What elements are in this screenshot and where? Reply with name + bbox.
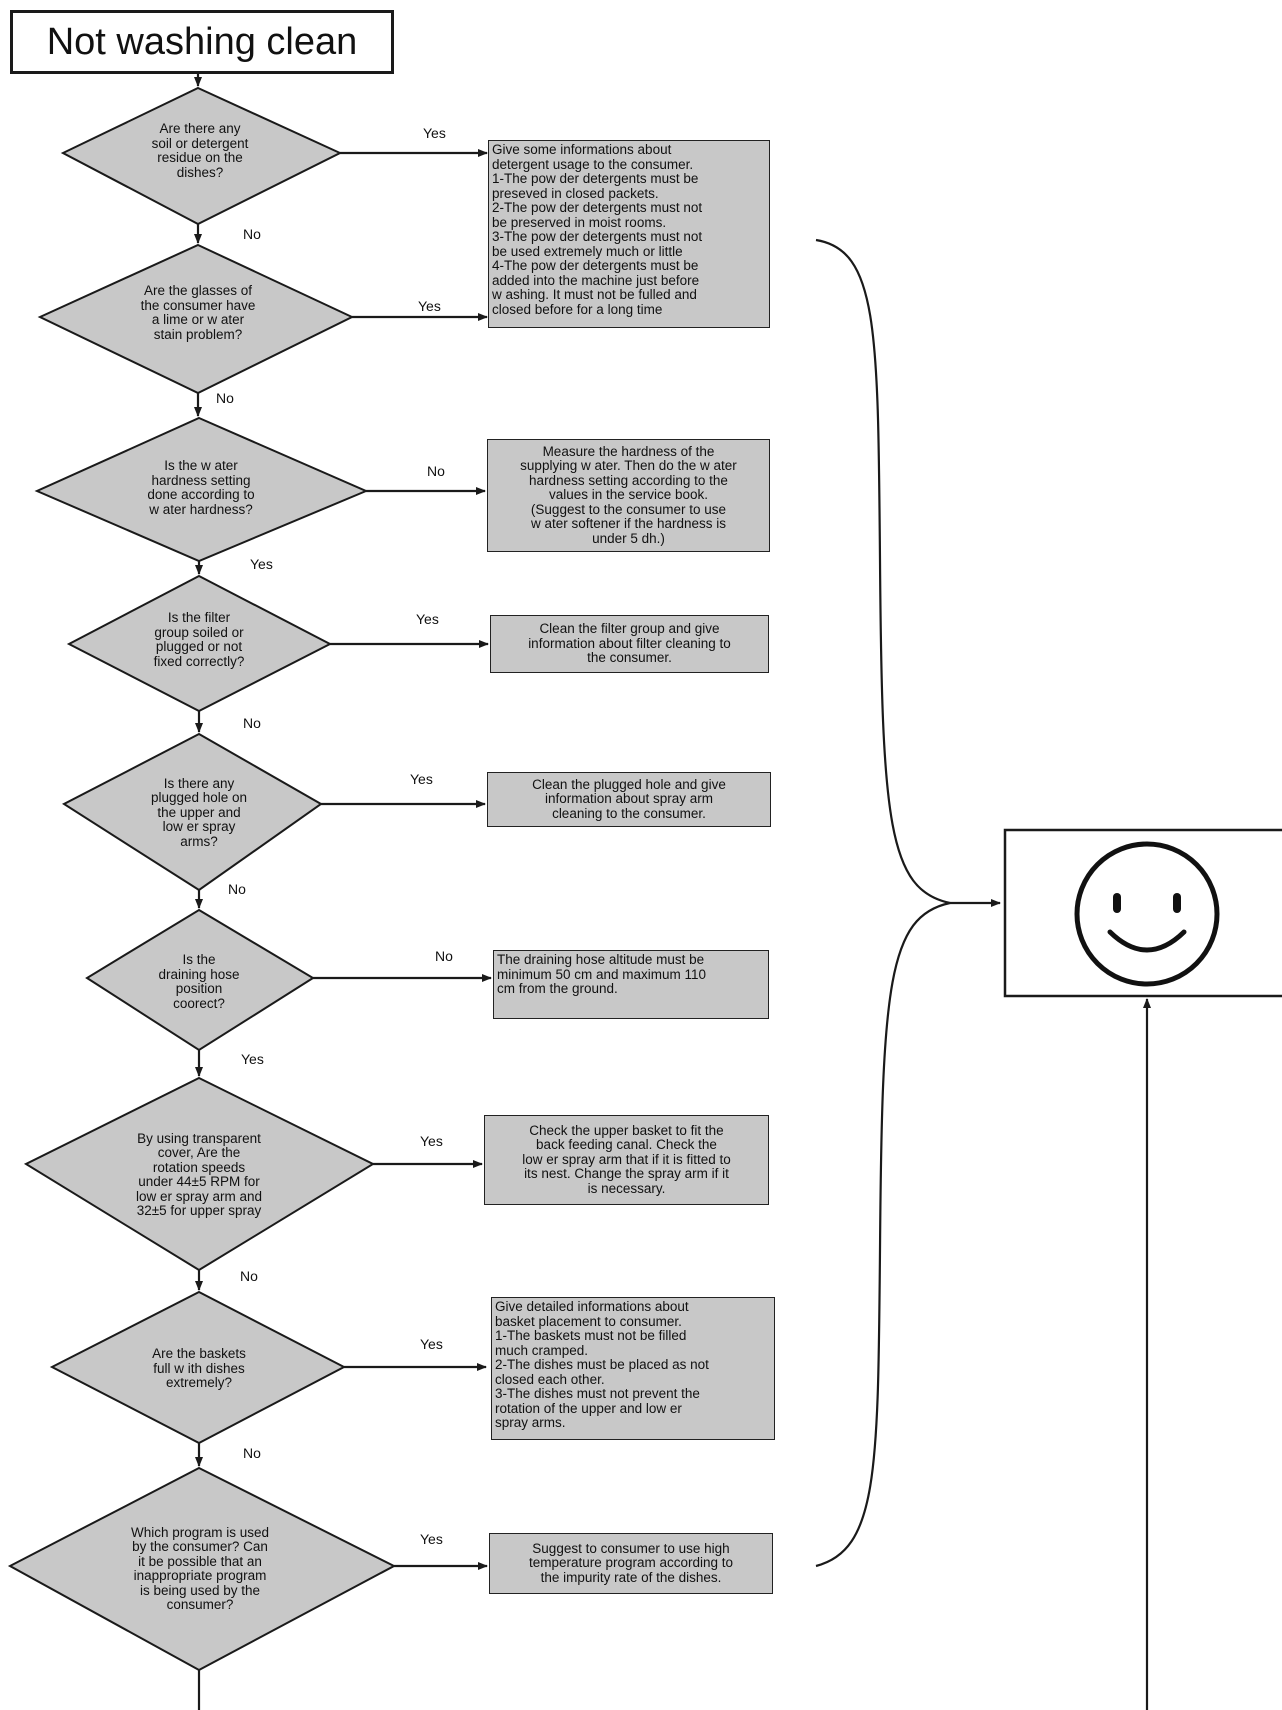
branch-label-8: Yes (420, 1336, 443, 1352)
decision-text-9: Which program is used by the consumer? C… (130, 1524, 270, 1612)
result-box (1003, 828, 1282, 998)
down-label-6: Yes (241, 1051, 264, 1067)
branch-label-2: Yes (418, 298, 441, 314)
curly-bracket (815, 238, 951, 1568)
action-box-3: Clean the filter group and give informat… (490, 615, 769, 673)
decision-text-5: Is there any plugged hole on the upper a… (150, 775, 248, 849)
branch-label-3: No (427, 463, 445, 479)
action-box-2: Measure the hardness of the supplying w … (487, 439, 770, 552)
action-box-6: Check the upper basket to fit the back f… (484, 1115, 769, 1205)
branch-label-4: Yes (416, 611, 439, 627)
action-box-7: Give detailed informations about basket … (491, 1297, 775, 1440)
down-label-4: No (243, 715, 261, 731)
action-box-4: Clean the plugged hole and give informat… (487, 772, 771, 827)
branch-label-1: Yes (423, 125, 446, 141)
action-box-1: Give some informations about detergent u… (488, 140, 770, 328)
action-box-8: Suggest to consumer to use high temperat… (489, 1533, 773, 1594)
branch-label-6: No (435, 948, 453, 964)
decision-text-7: By using transparent cover, Are the rota… (135, 1130, 263, 1218)
down-label-2: No (216, 390, 234, 406)
page-title: Not washing clean (10, 10, 394, 74)
decision-text-1: Are there any soil or detergent residue … (151, 121, 249, 180)
down-label-7: No (240, 1268, 258, 1284)
down-label-1: No (243, 226, 261, 242)
decision-text-3: Is the w ater hardness setting done acco… (147, 458, 255, 517)
smiley-icon (1074, 841, 1220, 987)
branch-label-7: Yes (420, 1133, 443, 1149)
decision-text-4: Is the filter group soiled or plugged or… (153, 610, 245, 669)
down-label-3: Yes (250, 556, 273, 572)
decision-text-2: Are the glasses of the consumer have a l… (140, 283, 256, 342)
decision-text-6: Is the draining hose position coorect? (158, 952, 240, 1011)
action-box-5: The draining hose altitude must be minim… (493, 950, 769, 1019)
down-label-5: No (228, 881, 246, 897)
branch-label-9: Yes (420, 1531, 443, 1547)
branch-label-5: Yes (410, 771, 433, 787)
decision-text-8: Are the baskets full w ith dishes extrem… (152, 1346, 246, 1391)
down-label-8: No (243, 1445, 261, 1461)
